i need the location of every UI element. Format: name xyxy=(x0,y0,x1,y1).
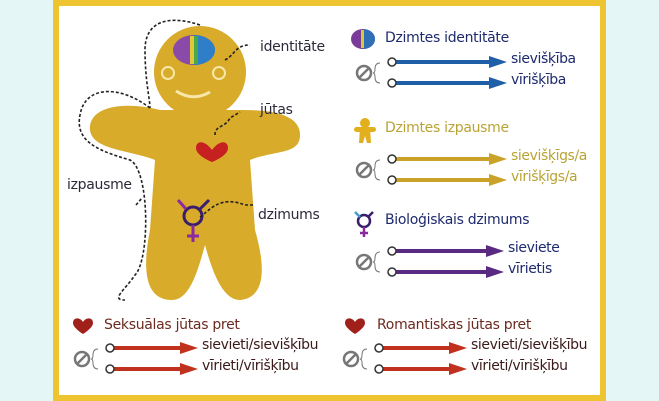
spectrum-arrow xyxy=(387,153,507,165)
gingerbread-body xyxy=(89,26,300,300)
section-title: Dzimtes izpausme xyxy=(385,120,509,136)
spectrum-arrow xyxy=(387,174,507,186)
heart-icon xyxy=(196,142,228,162)
option-label: sievišķīgs/a xyxy=(511,148,587,164)
spectrum-arrow xyxy=(387,77,507,89)
label-identity: identitāte xyxy=(260,39,325,55)
spectrum-arrow xyxy=(374,342,467,354)
label-expression: izpausme xyxy=(67,177,132,193)
spectrum-arrow xyxy=(387,56,507,68)
left-eye-icon xyxy=(161,66,175,80)
null-option-icon xyxy=(342,348,368,370)
spectrum-arrow xyxy=(387,245,504,257)
infographic-panel xyxy=(59,6,600,395)
spectrum-arrow xyxy=(105,342,198,354)
null-option-icon xyxy=(355,251,381,273)
option-label: vīrieti/vīrišķību xyxy=(471,358,568,374)
right-eye-icon xyxy=(212,66,226,80)
section-title: Seksuālas jūtas pret xyxy=(104,317,240,333)
smile-icon xyxy=(175,89,211,99)
heart-icon xyxy=(73,318,93,334)
null-option-icon xyxy=(355,62,381,84)
brain-icon xyxy=(173,35,215,65)
dashed-arrows xyxy=(78,19,255,301)
null-option-icon xyxy=(355,159,381,181)
spectrum-arrow xyxy=(374,363,467,375)
option-label: vīrietis xyxy=(508,261,552,277)
option-label: sievieti/sievišķību xyxy=(202,337,319,353)
spectrum-arrow xyxy=(105,363,198,375)
option-label: sievišķība xyxy=(511,51,576,67)
option-label: vīrieti/vīrišķību xyxy=(202,358,299,374)
option-label: sievieti/sievišķību xyxy=(471,337,588,353)
brain-icon xyxy=(351,29,375,49)
heart-icon xyxy=(345,318,365,334)
section-title: Dzimtes identitāte xyxy=(385,30,509,46)
section-title: Bioloģiskais dzimums xyxy=(385,212,530,228)
option-label: vīrišķība xyxy=(511,72,566,88)
section-title: Romantiskas jūtas pret xyxy=(377,317,532,333)
spectrum-arrow xyxy=(387,266,504,278)
label-feelings: jūtas xyxy=(260,102,293,118)
option-label: sieviete xyxy=(508,240,560,256)
gingerbread-person-icon xyxy=(354,118,376,143)
option-label: vīrišķīgs/a xyxy=(511,169,578,185)
label-sex: dzimums xyxy=(258,207,320,223)
null-option-icon xyxy=(73,348,99,370)
transgender-symbol-icon xyxy=(354,211,374,237)
